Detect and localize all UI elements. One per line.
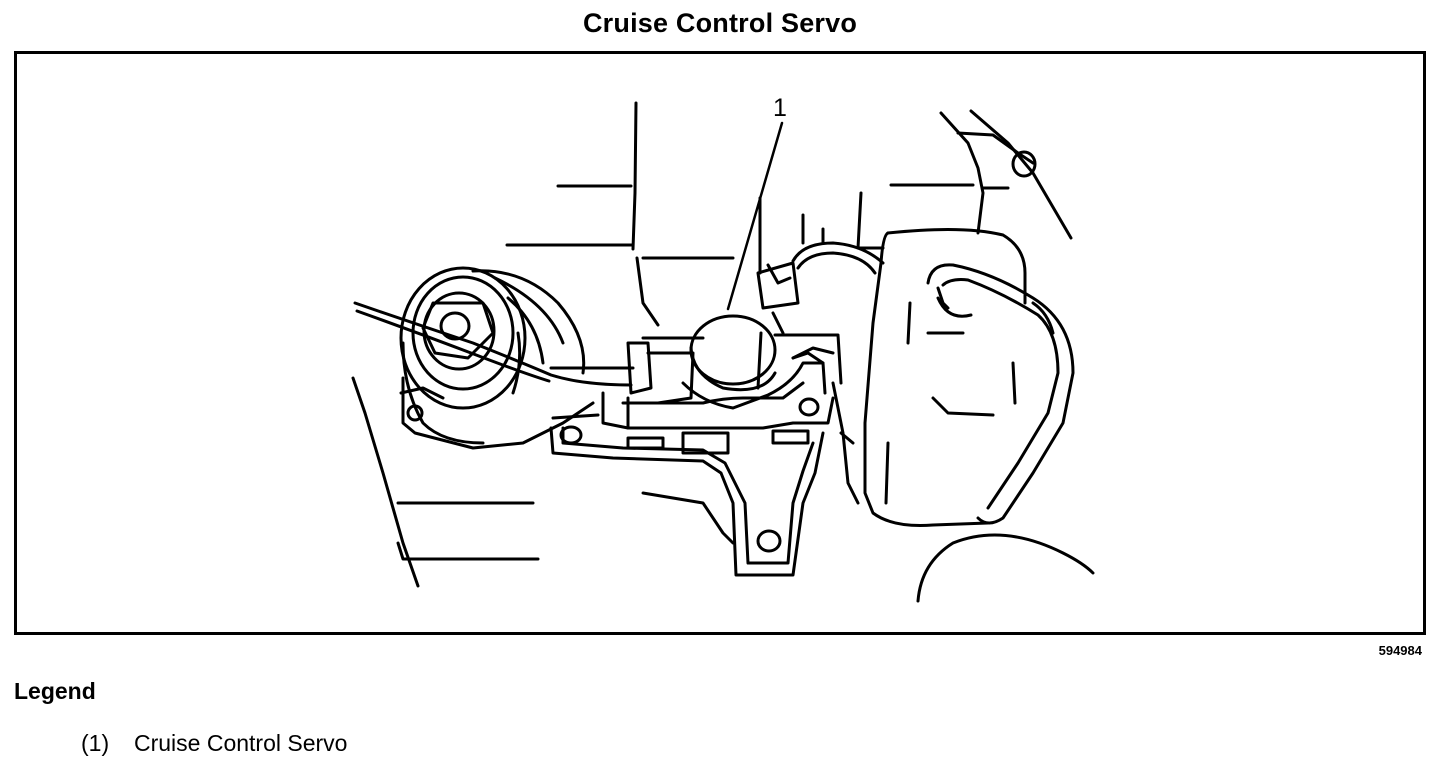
diagram-title: Cruise Control Servo bbox=[582, 8, 858, 38]
mounting-bracket bbox=[549, 413, 825, 577]
body-structure-lines bbox=[351, 101, 975, 588]
callout-leader-line bbox=[726, 121, 784, 311]
legend-item: (1) Cruise Control Servo bbox=[81, 730, 347, 757]
legend-item-number: (1) bbox=[81, 730, 110, 756]
servo-connector bbox=[756, 241, 885, 310]
legend-heading: Legend bbox=[14, 678, 96, 704]
reservoir bbox=[863, 227, 1027, 527]
illustration-frame: 1 bbox=[14, 51, 1426, 635]
callout-label: 1 bbox=[773, 94, 787, 122]
lower-right-arc bbox=[916, 533, 1095, 603]
upper-bracket bbox=[939, 109, 1073, 240]
figure-number: 594984 bbox=[1378, 643, 1422, 658]
servo-illustration: 1 bbox=[351, 94, 1095, 603]
legend-item-label: Cruise Control Servo bbox=[134, 730, 348, 756]
servo-assembly bbox=[601, 311, 843, 455]
actuator-cylinder bbox=[399, 266, 595, 450]
control-cable bbox=[353, 301, 635, 387]
reservoir-hose bbox=[926, 263, 1075, 525]
